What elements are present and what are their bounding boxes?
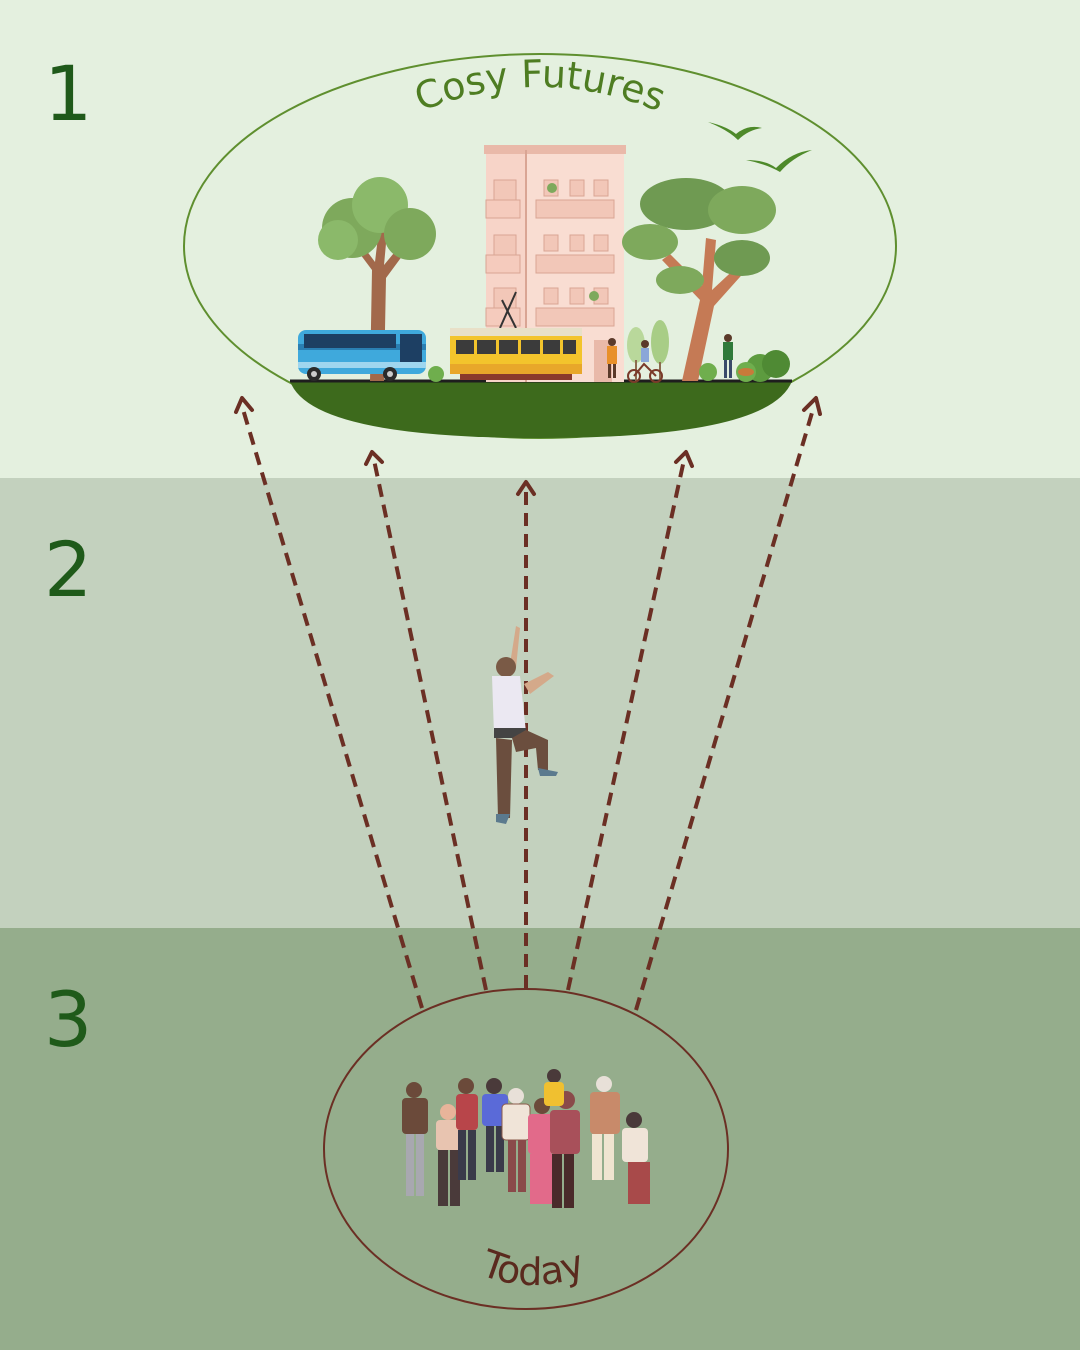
step-number-2: 2	[44, 525, 93, 614]
future-label: Cosy Futures	[409, 52, 672, 120]
arrow-5	[634, 405, 816, 1011]
cyclist-icon	[627, 340, 663, 383]
tram-icon	[450, 291, 582, 380]
step-number-3: 3	[44, 975, 93, 1064]
arrow-1-head	[234, 396, 254, 414]
today-ellipse	[323, 988, 729, 1310]
tree-right-icon	[622, 178, 776, 381]
crowd-illustration	[402, 1069, 650, 1208]
tree-left-icon	[318, 177, 436, 381]
arrow-4	[566, 459, 686, 991]
arrow-4-head	[674, 450, 694, 468]
small-tree-icon	[627, 320, 669, 381]
arrow-1	[240, 405, 424, 1009]
arrow-3-head	[516, 480, 536, 496]
bus-icon	[298, 330, 426, 381]
arrows-group	[234, 396, 822, 1011]
city-scene-illustration	[290, 122, 812, 438]
arrow-5-head	[802, 396, 822, 416]
pedestrian-icon	[607, 334, 754, 378]
birds-icon	[708, 122, 812, 172]
climber-illustration	[492, 626, 558, 824]
band-step-2	[0, 478, 1080, 928]
today-label: Today	[475, 1241, 589, 1294]
arrow-2	[372, 459, 488, 991]
arrow-2-head	[364, 450, 384, 466]
step-number-1: 1	[44, 49, 93, 138]
